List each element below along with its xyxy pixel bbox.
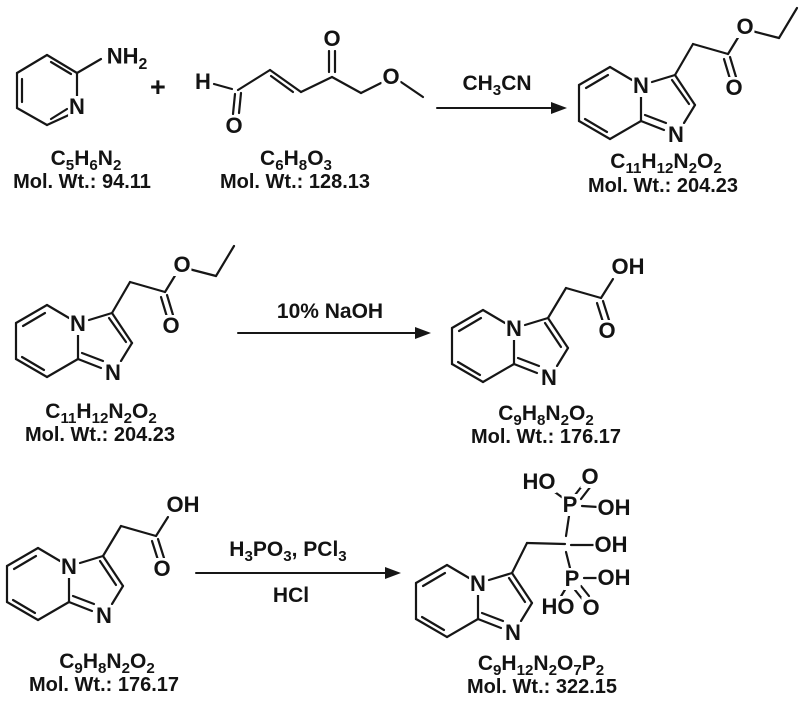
atom-label-carbonyl-o: O — [724, 75, 744, 100]
atom-label-bridgehead-n: N — [69, 311, 87, 336]
reagent-step3-above: H3PO3, PCl3 — [229, 538, 347, 566]
molecule-ester-reactant: N N O O — [0, 230, 245, 395]
reaction-arrow-step3 — [194, 563, 406, 588]
bond-skeleton — [15, 53, 103, 127]
atom-label-p-top-oh: OH — [596, 495, 632, 520]
molwt-ester: Mol. Wt.: 204.23 — [587, 175, 739, 197]
molwt-acid: Mol. Wt.: 176.17 — [470, 426, 622, 448]
atom-label-hydroxyl-oh: OH — [165, 492, 201, 517]
atom-label-p-top-double-o: O — [580, 464, 600, 489]
molwt-methoxy-enal: Mol. Wt.: 128.13 — [219, 171, 371, 193]
molecule-methoxy-enal: H O O O — [185, 10, 435, 145]
atom-label-phosphorus-bottom: P — [563, 566, 581, 591]
atom-label-bridgehead-n: N — [632, 73, 650, 98]
reaction-arrow-step1 — [435, 98, 570, 123]
atom-label-imine-n: N — [95, 603, 113, 628]
bond-skeleton — [14, 244, 236, 379]
molecule-2-aminopyridine: N NH2 — [5, 40, 175, 160]
atom-label-p-bottom-ho: HO — [540, 594, 576, 619]
atom-label-imine-n: N — [504, 620, 522, 645]
atom-label-hydroxyl-oh: OH — [610, 254, 646, 279]
reagent-step3-below: HCl — [272, 584, 310, 607]
molwt-bisphosphonate: Mol. Wt.: 322.15 — [466, 676, 618, 698]
atom-label-aldehyde-o: O — [224, 113, 244, 138]
reaction-arrow-step2 — [236, 323, 436, 348]
reagent-step1: CH3CN — [462, 72, 532, 100]
atom-label-carbonyl-o: O — [597, 318, 617, 343]
atom-label-ester-o: O — [735, 14, 755, 39]
molecule-acid-reactant: N N O OH — [0, 488, 205, 648]
molecule-bisphosphonate-product: N N P HO O OH OH P OH HO O — [408, 460, 678, 655]
atom-label-imine-n: N — [104, 360, 122, 385]
atom-label-p-bottom-oh: OH — [596, 565, 632, 590]
molecule-acid-product: N N O OH — [440, 250, 650, 410]
atom-label-p-top-ho: HO — [521, 469, 557, 494]
molwt-aminopyridine: Mol. Wt.: 94.11 — [13, 171, 151, 193]
atom-label-aldehyde-h: H — [194, 69, 212, 94]
atom-label-imine-n: N — [667, 122, 685, 147]
formula-bisphosphonate: C9H12N2O7P2 — [477, 652, 605, 680]
atom-label-p-bottom-double-o: O — [581, 595, 601, 620]
formula-methoxy-enal: C6H8O3 — [260, 147, 332, 175]
atom-label-phosphorus-top: P — [561, 492, 579, 517]
atom-label-ketone-o: O — [322, 26, 342, 51]
molecule-ester-product: N N O O — [563, 0, 800, 157]
atom-label-bridgehead-n: N — [469, 571, 487, 596]
atom-label-bridgehead-n: N — [505, 316, 523, 341]
atom-label-bridgehead-n: N — [60, 554, 78, 579]
molwt-ester: Mol. Wt.: 204.23 — [24, 424, 176, 446]
atom-label-imine-n: N — [540, 365, 558, 390]
molwt-acid: Mol. Wt.: 176.17 — [28, 674, 180, 696]
plus-operator: + — [150, 72, 166, 102]
formula-ester: C11H12N2O2 — [610, 150, 722, 178]
atom-label-central-oh: OH — [593, 532, 629, 557]
atom-label-ester-o: O — [172, 252, 192, 277]
reagent-step2: 10% NaOH — [276, 300, 384, 323]
formula-aminopyridine: C5H6N2 — [50, 147, 122, 175]
formula-acid: C9H8N2O2 — [59, 650, 155, 678]
formula-acid: C9H8N2O2 — [498, 402, 594, 430]
atom-label-pyridine-nitrogen: N — [68, 94, 86, 119]
atom-label-methoxy-o: O — [381, 64, 401, 89]
bond-skeleton — [212, 49, 425, 116]
bond-skeleton — [414, 480, 601, 639]
atom-label-carbonyl-o: O — [152, 556, 172, 581]
atom-label-carbonyl-o: O — [161, 313, 181, 338]
atom-label-amine-group: NH2 — [105, 43, 149, 73]
formula-ester: C11H12N2O2 — [45, 400, 157, 428]
